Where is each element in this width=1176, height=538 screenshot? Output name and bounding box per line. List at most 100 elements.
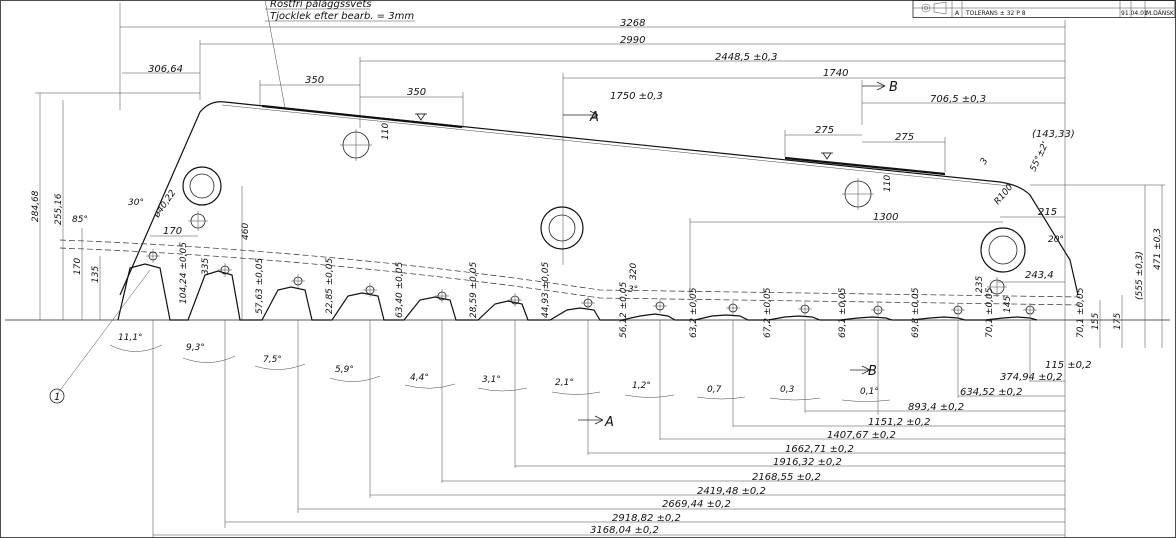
mounting-holes [182, 129, 1026, 297]
tooth-center-icon [951, 303, 965, 317]
dim-height-135: 135 [91, 266, 101, 283]
right-dimensions: (143,33) 55°±2' 3 R100 215 20° 1300 243,… [689, 129, 1165, 348]
weld-zone-2 [784, 156, 946, 176]
dim-155: 155 [1091, 313, 1101, 330]
title-date: 91.04.01 [1121, 10, 1148, 17]
section-b-bottom: B [868, 364, 877, 379]
dim-angle-30: 30° [128, 198, 144, 208]
dim-weld-350-b: 350 [407, 87, 426, 98]
dim-243: 243,4 [1025, 270, 1054, 281]
projection-symbol-icon [921, 1, 947, 15]
tooth-center-icon [218, 263, 232, 277]
title-block: A TOLERANS ± 32 P 8 91.04.01 M.DÄNSK [912, 0, 1176, 18]
chain-dim-9: 2419,48 ±0,2 [697, 486, 766, 497]
dim-angle-3: 3° [628, 285, 638, 295]
tooth-angle-10: 0,3 [780, 385, 795, 395]
dim-1300: 1300 [873, 212, 898, 223]
hole-icon [340, 129, 372, 161]
chain-dim-10: 2669,44 ±0,2 [662, 499, 731, 510]
dim-3: 3 [979, 156, 991, 166]
title-tolerance: TOLERANS ± 32 P 8 [965, 10, 1026, 17]
dim-335: 335 [201, 258, 211, 275]
dim-angle-55: 55°±2' [1029, 140, 1051, 173]
tooth-center-icon [291, 274, 305, 288]
tooth-angle-7: 2,1° [555, 378, 574, 388]
dim-170: 170 [163, 226, 182, 237]
dim-height-170: 170 [73, 258, 83, 275]
hole-icon [540, 206, 584, 250]
tooth-height-3: 22,85 ±0,05 [325, 258, 335, 314]
tooth-angle-5: 4,4° [410, 373, 429, 383]
dim-length-706: 706,5 ±0,3 [930, 94, 986, 105]
dim-r100: R100 [993, 182, 1016, 207]
chain-dim-1: 374,94 ±0,2 [1000, 372, 1062, 383]
chain-dim-5: 1407,67 ±0,2 [827, 430, 896, 441]
dim-length-1750: 1750 ±0,3 [610, 91, 663, 102]
dim-460: 460 [241, 223, 251, 240]
weld-zone-dimensions: 350 350 275 275 110 110 [259, 75, 946, 192]
dim-length-1740: 1740 [823, 68, 848, 79]
dim-hole-110-a: 110 [381, 123, 391, 140]
tooth-height-labels: 104,24 ±0,05 57,63 ±0,05 22,85 ±0,05 63,… [179, 242, 1086, 338]
section-a-bottom: A [604, 415, 614, 430]
dim-235: 235 [975, 276, 985, 293]
dim-overall-length: 3268 [620, 18, 645, 29]
chain-dim-2: 634,52 ±0,2 [960, 387, 1022, 398]
tooth-angle-9: 0,7 [707, 385, 722, 395]
tooth-center-icon [435, 289, 449, 303]
dim-angle-20: 20° [1048, 235, 1064, 245]
dim-height-255: 255,16 [54, 193, 64, 225]
dim-175: 175 [1113, 313, 1123, 330]
tooth-angle-6: 3,1° [482, 375, 501, 385]
dim-215: 215 [1038, 207, 1057, 218]
section-a-top: A [589, 110, 599, 125]
tooth-center-icon [871, 303, 885, 317]
tooth-center-icon [798, 302, 812, 316]
section-markers: A A B B [563, 80, 898, 430]
weld-leader [264, 0, 286, 109]
chain-dim-3: 893,4 ±0,2 [908, 402, 964, 413]
tooth-angle-1: 11,1° [118, 333, 143, 343]
top-dimensions: 3268 2990 306,64 2448,5 ±0,3 1740 1750 ±… [119, 3, 1066, 538]
tooth-height-11: 69,8 ±0,05 [911, 287, 921, 338]
tooth-center-icon [653, 299, 667, 313]
tooth-height-8: 63,2 ±0,05 [689, 287, 699, 338]
title-rev: A [955, 10, 960, 17]
dim-length-2990: 2990 [620, 35, 645, 46]
dim-320: 320 [629, 263, 639, 280]
dim-weld-350-a: 350 [305, 75, 324, 86]
tooth-height-2: 57,63 ±0,05 [255, 258, 265, 314]
thickness-note: Tjocklek efter bearb. = 3mm [270, 11, 414, 22]
tooth-angles: 11,1° 9,3° 7,5° 5,9° 4,4° 3,1° 2,1° 1,2°… [109, 333, 891, 402]
dim-115: 115 ±0,2 [1045, 360, 1092, 371]
chain-dimensions: 374,94 ±0,2 634,52 ±0,2 893,4 ±0,2 1151,… [152, 320, 1092, 538]
teeth-profile [117, 263, 1038, 321]
chain-dim-4: 1151,2 ±0,2 [868, 417, 930, 428]
dim-left-306: 306,64 [148, 64, 183, 75]
tooth-center-icon [146, 249, 160, 263]
tooth-centers [146, 249, 1037, 317]
chain-dim-12: 3168,04 ±0,2 [590, 525, 659, 536]
weld-zone-1 [261, 104, 463, 129]
weld-note: Rostfri påläggssvets [270, 0, 371, 10]
item-balloon: 1 [49, 269, 151, 404]
dim-height-284: 284,68 [31, 190, 41, 222]
tooth-height-12: 70,1 ±0,05 [985, 287, 995, 338]
tooth-angle-11: 0,1° [860, 387, 879, 397]
tooth-center-icon [508, 293, 522, 307]
dim-length-2448: 2448,5 ±0,3 [715, 52, 777, 63]
tooth-angle-8: 1,2° [632, 381, 651, 391]
tooth-center-icon [363, 283, 377, 297]
chain-dim-6: 1662,71 ±0,2 [785, 444, 854, 455]
dim-555: (555 ±0,3) [1135, 251, 1145, 300]
chain-dim-8: 2168,55 ±0,2 [752, 472, 821, 483]
hole-icon [842, 178, 874, 210]
dim-hole-110-b: 110 [883, 175, 893, 192]
tooth-height-5: 28,59 ±0,05 [469, 262, 479, 318]
hole-icon [188, 211, 208, 231]
tooth-height-7: 56,12 ±0,05 [619, 282, 629, 338]
tooth-height-10: 69,1 ±0,05 [838, 287, 848, 338]
tooth-height-13: 70,1 ±0,05 [1076, 287, 1086, 338]
